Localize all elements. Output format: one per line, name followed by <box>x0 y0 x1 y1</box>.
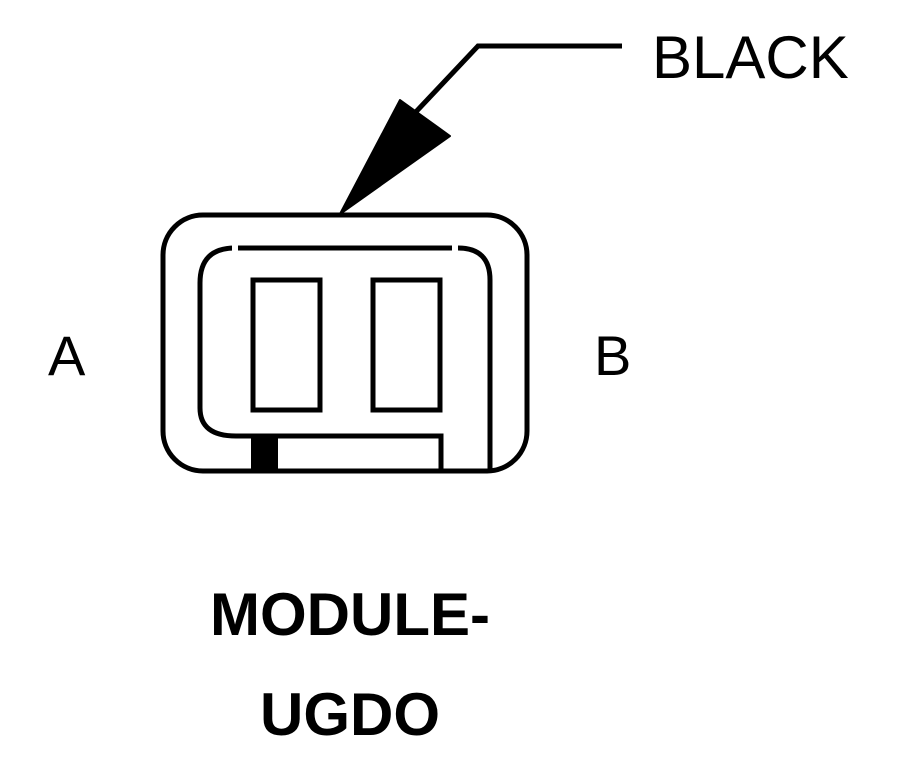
pin-cavity-b <box>370 277 443 413</box>
connector-outer-shell <box>160 212 530 474</box>
callout-leader-line <box>410 43 622 118</box>
connector-inner-housing <box>197 245 493 470</box>
color-callout-label: BLACK <box>652 24 849 91</box>
pin-cavity-a <box>250 277 323 413</box>
connector-title-line2: UGDO <box>260 681 440 748</box>
connector-title-line1: MODULE- <box>210 581 490 648</box>
polarity-key-marker <box>251 436 278 471</box>
pin-label-a: A <box>48 324 86 387</box>
callout-arrowhead <box>339 99 451 215</box>
connector-title: MODULE- UGDO <box>150 585 550 758</box>
pin-label-b: B <box>594 324 632 387</box>
